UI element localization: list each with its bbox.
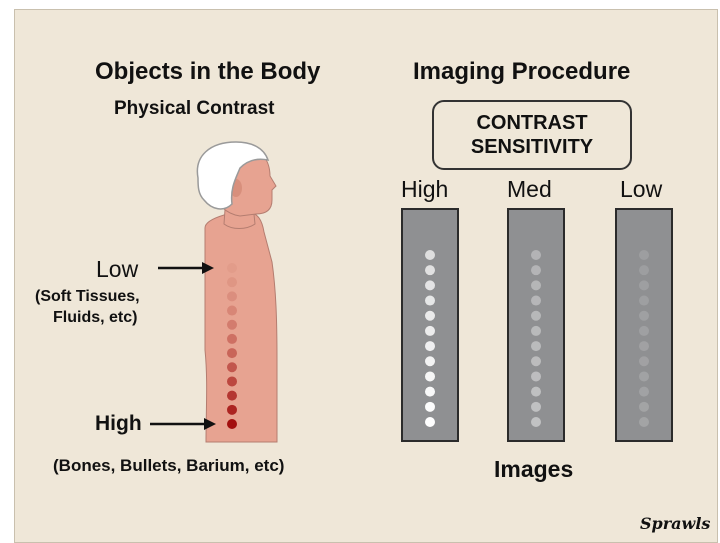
low-examples-line-2: Fluids, etc) bbox=[53, 309, 137, 327]
low-label: Low bbox=[96, 256, 138, 283]
body-dot bbox=[227, 362, 237, 372]
image-dot-low bbox=[639, 387, 649, 397]
image-dot-med bbox=[531, 341, 541, 351]
image-dot-med bbox=[531, 402, 541, 412]
image-dot-low bbox=[639, 417, 649, 427]
body-dot bbox=[227, 320, 237, 330]
image-dot-low bbox=[639, 402, 649, 412]
image-dot-low bbox=[639, 265, 649, 275]
image-dot-low bbox=[639, 326, 649, 336]
image-dot-high bbox=[425, 280, 435, 290]
image-dot-high bbox=[425, 371, 435, 381]
image-dot-high bbox=[425, 417, 435, 427]
image-dot-med bbox=[531, 311, 541, 321]
image-dot-low bbox=[639, 371, 649, 381]
signature: Sprawls bbox=[640, 514, 710, 533]
image-dot-low bbox=[639, 341, 649, 351]
image-dot-low bbox=[639, 296, 649, 306]
image-dot-high bbox=[425, 356, 435, 366]
body-dot bbox=[227, 348, 237, 358]
low-examples-line-1: (Soft Tissues, bbox=[35, 288, 140, 306]
image-dot-high bbox=[425, 311, 435, 321]
high-label: High bbox=[95, 412, 142, 436]
body-dot bbox=[227, 306, 237, 316]
body-dot bbox=[227, 376, 237, 386]
image-dot-high bbox=[425, 402, 435, 412]
image-dot-low bbox=[639, 250, 649, 260]
body-dot bbox=[227, 391, 237, 401]
image-dot-med bbox=[531, 326, 541, 336]
image-dot-high bbox=[425, 250, 435, 260]
image-dot-high bbox=[425, 296, 435, 306]
image-dot-med bbox=[531, 280, 541, 290]
body-dot bbox=[227, 334, 237, 344]
image-dot-med bbox=[531, 250, 541, 260]
image-dot-med bbox=[531, 296, 541, 306]
high-examples: (Bones, Bullets, Barium, etc) bbox=[53, 456, 284, 476]
image-dot-med bbox=[531, 417, 541, 427]
image-dot-low bbox=[639, 311, 649, 321]
image-dot-med bbox=[531, 356, 541, 366]
image-panel-dots bbox=[425, 250, 649, 427]
image-dot-med bbox=[531, 387, 541, 397]
image-dot-high bbox=[425, 265, 435, 275]
image-dot-low bbox=[639, 280, 649, 290]
image-dot-med bbox=[531, 371, 541, 381]
body-dot bbox=[227, 277, 237, 287]
image-dot-med bbox=[531, 265, 541, 275]
torso-shape bbox=[205, 212, 277, 442]
body-dot bbox=[227, 419, 237, 429]
image-dot-high bbox=[425, 326, 435, 336]
image-dot-high bbox=[425, 387, 435, 397]
body-dot bbox=[227, 263, 237, 273]
body-dot bbox=[227, 405, 237, 415]
image-dot-low bbox=[639, 356, 649, 366]
image-dot-high bbox=[425, 341, 435, 351]
body-dot bbox=[227, 291, 237, 301]
